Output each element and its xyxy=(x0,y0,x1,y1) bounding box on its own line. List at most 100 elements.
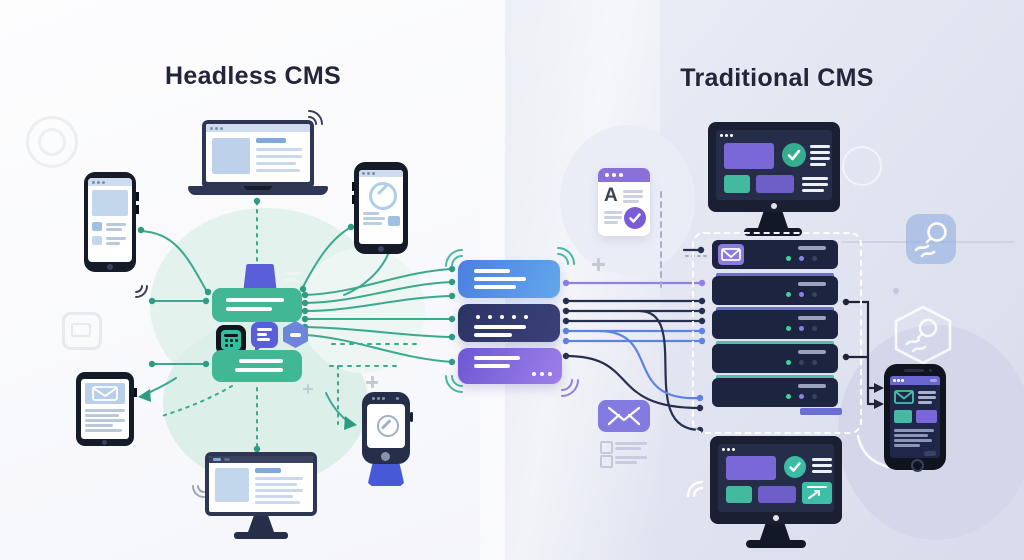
window-dots xyxy=(605,173,609,177)
text-line xyxy=(85,414,119,417)
server-indicator-lights xyxy=(786,360,791,365)
check-circle-icon xyxy=(624,207,646,229)
header-chip xyxy=(930,379,937,382)
green-connectors xyxy=(140,201,453,447)
plus-decor xyxy=(303,384,313,394)
home-button xyxy=(107,264,113,270)
desktop-monitor-device xyxy=(196,448,326,540)
cms-monitor-bottom xyxy=(702,432,852,550)
text-line xyxy=(615,447,641,450)
text-line xyxy=(812,470,832,473)
envelope-icon xyxy=(598,400,650,432)
watch-side-button xyxy=(410,412,413,422)
checklist-box xyxy=(600,441,613,454)
api-card-blue xyxy=(458,260,560,298)
text-line xyxy=(363,212,379,215)
card-outline-icon xyxy=(62,312,102,350)
text-line xyxy=(474,356,520,360)
tablet-screen xyxy=(81,379,129,439)
circle-decor xyxy=(842,146,882,186)
tab-dash xyxy=(213,458,221,461)
window-dots xyxy=(362,172,365,175)
text-line xyxy=(894,434,928,437)
api-card-purple xyxy=(458,348,562,384)
calendar-bar xyxy=(224,334,238,337)
text-line xyxy=(106,228,122,231)
window-dots xyxy=(720,134,723,137)
home-button xyxy=(911,459,924,472)
camera-dot xyxy=(773,515,779,521)
stat-block xyxy=(388,216,400,226)
window-dots xyxy=(210,126,213,130)
text-line xyxy=(363,217,385,220)
growth-arrow-block xyxy=(802,482,832,504)
text-line xyxy=(255,489,303,492)
browser-bar xyxy=(209,456,313,463)
phone-side-button xyxy=(352,195,355,204)
text-line xyxy=(474,333,512,337)
green-arrowheads xyxy=(138,389,357,430)
phone-side-button xyxy=(352,182,355,191)
right-connectors xyxy=(564,248,879,432)
window-dots xyxy=(893,379,896,382)
text-line xyxy=(604,211,622,214)
text-line xyxy=(812,458,832,461)
text-line xyxy=(255,495,293,498)
chat-line xyxy=(257,333,267,336)
text-line xyxy=(623,200,639,203)
text-line xyxy=(85,419,125,422)
tablet-side-button xyxy=(134,388,137,397)
dots-row xyxy=(476,315,480,319)
text-line xyxy=(85,424,113,427)
panel-block-teal xyxy=(894,410,912,423)
server-indicator-lights xyxy=(786,326,791,331)
text-line xyxy=(812,464,832,467)
chat-tail xyxy=(255,345,263,353)
calendar-dots xyxy=(225,339,228,342)
server-slot xyxy=(798,316,826,320)
laptop-base xyxy=(188,186,328,195)
text-line xyxy=(226,298,284,302)
speed-search-hexagon-icon xyxy=(894,305,952,365)
checklist-box xyxy=(600,455,613,468)
chat-line xyxy=(257,328,272,331)
thumb-block xyxy=(92,236,102,245)
text-line xyxy=(256,169,300,172)
text-line xyxy=(623,190,643,193)
document-check-icon: A xyxy=(596,166,652,238)
watch-strap xyxy=(368,464,404,486)
panel-block-purple xyxy=(916,410,937,423)
text-line xyxy=(615,461,637,464)
speed-search-tile-icon xyxy=(906,214,956,264)
check-circle-icon xyxy=(784,456,806,478)
cms-monitor-top xyxy=(700,118,850,238)
camera-dot xyxy=(771,203,777,209)
text-line xyxy=(85,409,125,412)
footer-chip xyxy=(924,451,936,456)
dash-decor xyxy=(284,272,301,275)
panel-block-purple xyxy=(724,143,774,169)
text-line xyxy=(235,368,283,372)
home-button xyxy=(102,440,107,445)
text-line xyxy=(106,237,126,240)
laptop-notch xyxy=(244,186,272,190)
panel-block-purple xyxy=(726,456,776,480)
text-line xyxy=(255,501,300,504)
monitor-screen xyxy=(716,130,832,200)
hexagon-minus-icon xyxy=(283,321,308,348)
circle-decor xyxy=(26,116,78,168)
thumb-block xyxy=(92,222,102,231)
text-line xyxy=(106,223,126,226)
text-line xyxy=(810,151,830,154)
monitor-stand-base xyxy=(746,540,806,548)
server-indicator-lights xyxy=(786,292,791,297)
text-line xyxy=(623,195,643,198)
server-rack xyxy=(692,232,862,434)
image-block xyxy=(215,468,249,502)
text-line xyxy=(256,155,302,158)
text-line xyxy=(239,359,283,363)
api-card-navy xyxy=(458,304,560,342)
text-line xyxy=(474,364,510,368)
window-dots xyxy=(92,180,95,184)
